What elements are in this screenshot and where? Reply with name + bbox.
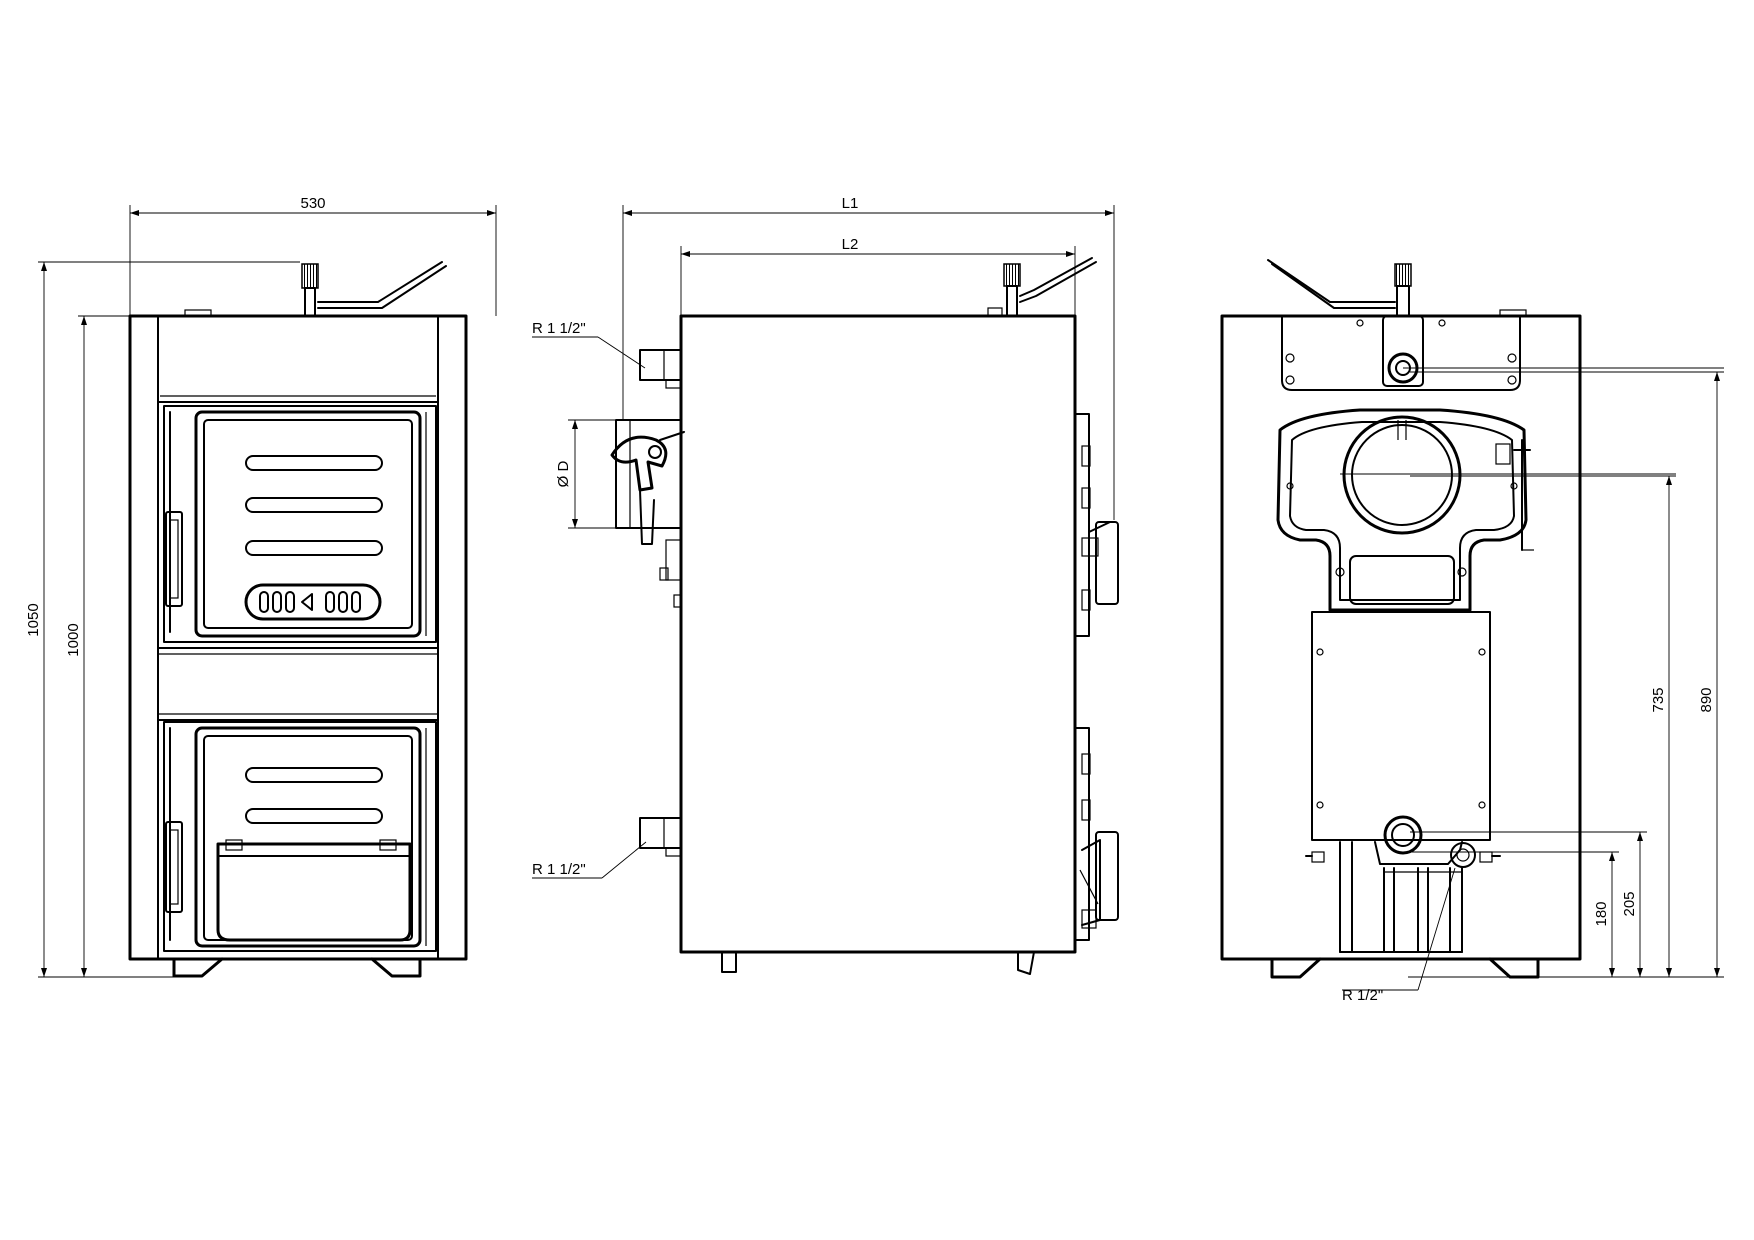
rear-view: 890 735 205 180 [1220,259,1724,1004]
dimension-total-height: 1050 [25,261,300,978]
dimension-length-l1: L1 [622,195,1115,520]
dimension-height-180-label: 180 [1593,901,1610,926]
upper-door-handle-icon [165,511,183,607]
rear-panel-icon [1311,611,1491,841]
dimension-flue-diameter-label: Ø D [555,461,572,488]
lower-door-handle-icon [165,821,183,913]
dimension-height-735: 735 [1410,475,1676,977]
dimension-length-l2: L2 [680,236,1076,316]
dimension-body-height: 1000 [65,315,130,977]
supply-connection-icon [639,349,682,389]
flue-collar-icon [1276,408,1676,612]
return-connection-icon [639,817,682,857]
dimension-total-height-label: 1050 [25,603,42,636]
door-profile-lower-icon [1074,727,1119,941]
drain-thread-label: R 1/2" [1342,987,1383,1004]
return-thread-label: R 1 1/2" [532,861,586,878]
door-profile-upper-icon [1074,413,1119,637]
flue-outlet-icon [610,419,685,608]
dimension-body-height-label: 1000 [65,623,82,656]
dimension-height-890-label: 890 [1698,687,1715,712]
dimension-height-890: 890 [1410,371,1724,977]
dimension-width: 530 [129,195,497,316]
air-damper-icon [259,591,361,613]
rear-regulator-icon [1267,259,1527,317]
ash-pan-icon [216,839,412,942]
rear-return-outlet-icon [1383,815,1647,855]
drain-valve-icon [1305,841,1619,868]
dimension-width-label: 530 [300,195,325,212]
front-view: 530 1050 1000 [25,195,497,978]
dimension-height-735-label: 735 [1650,687,1667,712]
dimension-length-l2-label: L2 [842,236,859,253]
supply-thread-label: R 1 1/2" [532,320,586,337]
dimension-flue-diameter: Ø D [555,419,630,529]
dimension-height-205-label: 205 [1621,891,1638,916]
base-ribs-icon [1339,841,1463,953]
draught-regulator-icon [184,261,447,317]
side-view: L1 L2 Ø D [532,195,1119,975]
rear-supply-outlet-icon [1382,315,1724,387]
dimension-height-205: 205 [1410,831,1647,977]
side-regulator-icon [987,257,1097,317]
dimension-length-l1-label: L1 [842,195,859,212]
